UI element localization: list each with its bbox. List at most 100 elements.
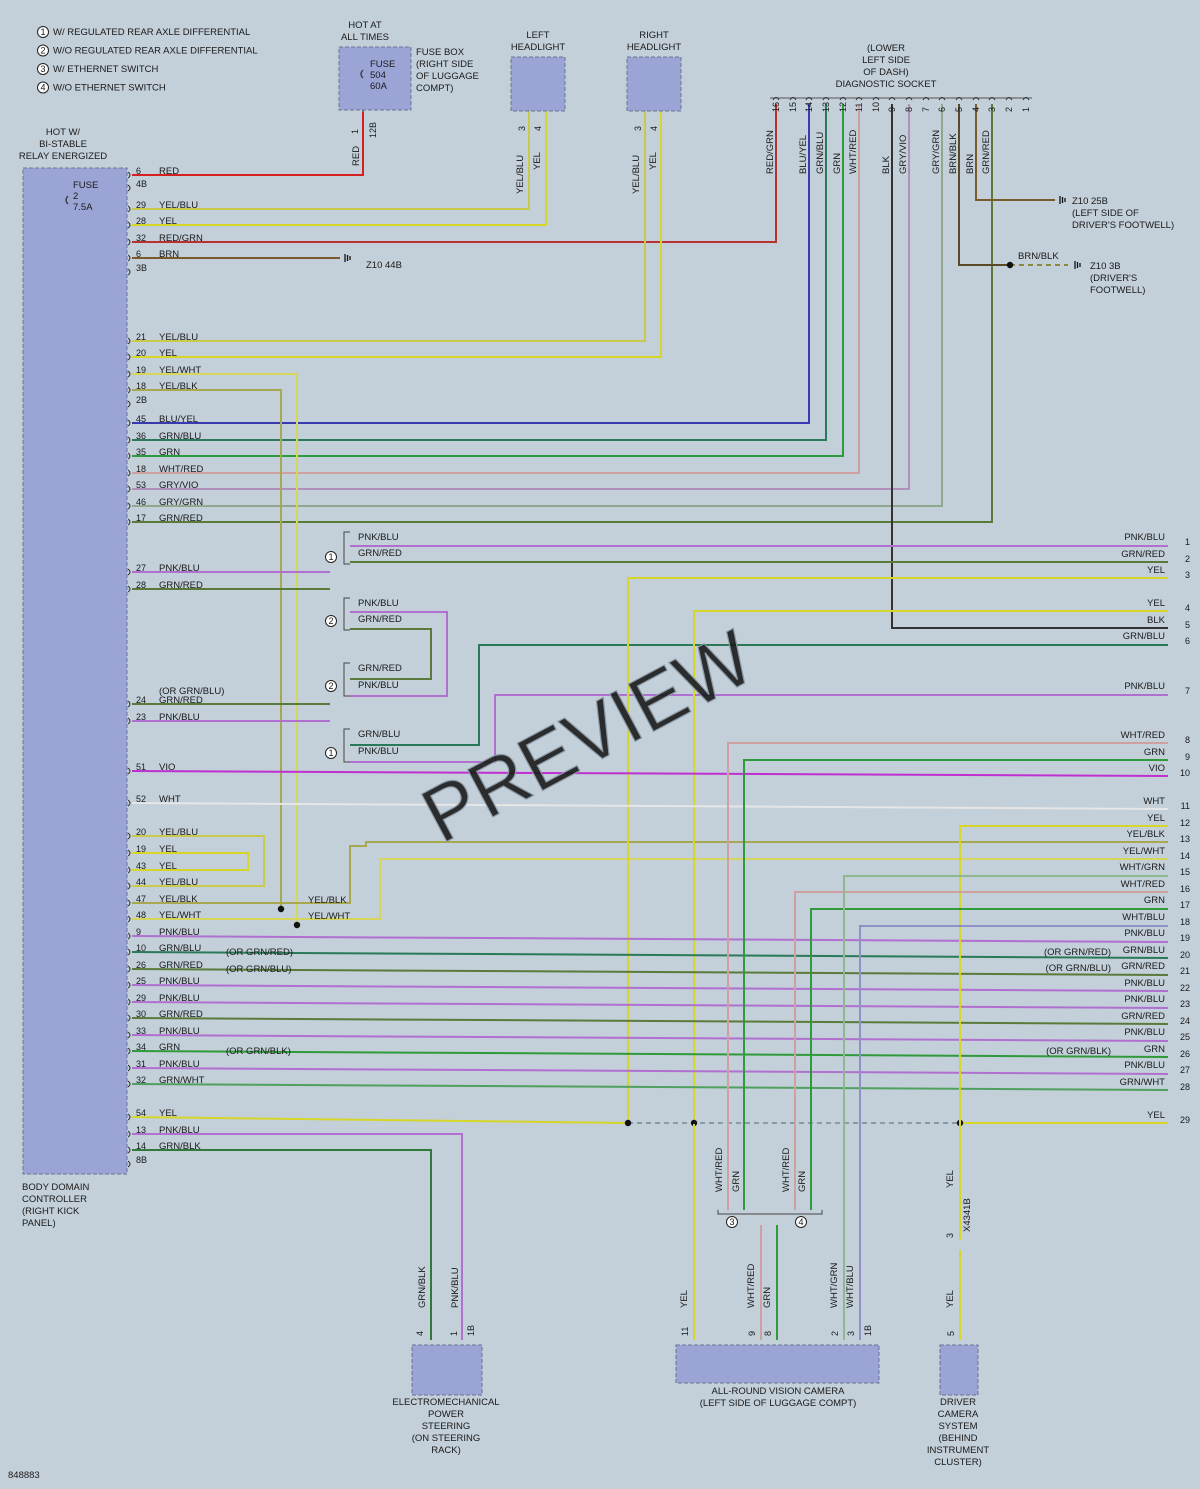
hot-all-times-label: ALL TIMES	[341, 32, 389, 43]
connector-pin-icon	[127, 882, 131, 890]
note-marker-icon	[795, 1216, 807, 1228]
output-wire-label: GRN/RED	[1121, 1011, 1165, 1022]
bdc-wire-label: WHT	[159, 794, 181, 805]
driver-camera-name-label: CLUSTER)	[934, 1457, 982, 1468]
left-headlight-wire: YEL	[532, 152, 543, 170]
connector-pin-icon	[127, 400, 131, 408]
connector-pin-icon	[127, 469, 131, 477]
bdc-pin-number: 23	[136, 712, 146, 722]
body-domain-controller	[22, 167, 128, 1175]
output-wire-label: GRN/RED	[1121, 961, 1165, 972]
output-pin-number: 11	[1181, 801, 1190, 811]
output-pin-number: 28	[1180, 1082, 1190, 1092]
connector-pin-icon	[127, 1146, 131, 1154]
output-pin-number: 10	[1180, 768, 1190, 778]
connector-pin-icon	[127, 238, 131, 246]
bdc-pin-number: 29	[136, 993, 146, 1003]
note-marker-icon	[37, 26, 49, 38]
bdc-wire-label: PNK/BLU	[159, 1026, 200, 1037]
wire	[843, 875, 1168, 1340]
output-wire-label: WHT	[1143, 796, 1165, 807]
wire	[131, 1067, 1169, 1075]
note-number: 2	[40, 46, 45, 56]
bdc-pin-number: 29	[136, 200, 146, 210]
diag-socket-label: LEFT SIDE	[862, 55, 910, 66]
connector-pin-icon	[855, 97, 863, 101]
connector-pin-icon	[127, 799, 131, 807]
note-marker-icon	[37, 63, 49, 75]
connector-pin-icon	[922, 97, 930, 101]
left-headlight-label: LEFT	[526, 30, 549, 41]
bdc-wire-label: YEL/BLK	[159, 894, 198, 905]
note-number: 2	[328, 616, 333, 626]
wire	[132, 389, 282, 910]
output-pin-number: 5	[1185, 620, 1190, 630]
connector-pin-icon	[127, 1080, 131, 1088]
option-wire-label: GRN/RED	[358, 614, 402, 625]
diag-wire-label: GRN	[832, 153, 843, 174]
z10-25b-label: Z10 25B	[1072, 196, 1108, 207]
diag-wire-label: GRN/BLU	[815, 132, 826, 174]
option-bracket	[343, 728, 350, 763]
bdc-pin-number: 18	[136, 464, 146, 474]
bdc-wire-label: GRN/BLU	[159, 431, 201, 442]
wires	[67, 60, 1169, 1340]
connector-pin-icon	[127, 436, 131, 444]
note-marker-icon	[325, 680, 337, 692]
output-wire-label: YEL	[1147, 565, 1165, 576]
bdc-hot-label: BI-STABLE	[39, 139, 87, 150]
output-wire-label: PNK/BLU	[1124, 1060, 1165, 1071]
alt-wire-label: (OR GRN/BLK)	[1046, 1046, 1111, 1057]
connector-pin-icon	[127, 965, 131, 973]
wire	[131, 1001, 1169, 1009]
note-number: 1	[328, 748, 333, 758]
harness-bracket	[717, 1210, 823, 1215]
connector-pin-icon	[127, 370, 131, 378]
wire	[131, 1034, 1169, 1042]
alt-wire-label: (OR GRN/BLU)	[159, 686, 224, 697]
bdc-wire-label: YEL/WHT	[159, 910, 201, 921]
bdc-pin-number: 51	[136, 762, 146, 772]
connector-pin-icon	[872, 97, 880, 101]
driver-camera-wire-label: YEL	[945, 1170, 956, 1188]
output-wire-label: GRN	[1144, 895, 1165, 906]
splice-wire-label: YEL/BLK	[308, 895, 347, 906]
note-text: W/O ETHERNET SWITCH	[53, 83, 166, 94]
bdc-name-label: CONTROLLER	[22, 1194, 87, 1205]
wire	[132, 104, 777, 243]
connector-pin-icon	[905, 97, 913, 101]
camera-name-label: (LEFT SIDE OF LUGGAGE COMPT)	[700, 1398, 857, 1409]
connector-pin-icon	[127, 948, 131, 956]
bdc-wire-label: GRN/RED	[159, 513, 203, 524]
camera-wire-label: WHT/GRN	[829, 1262, 840, 1308]
fuse-box-pin: 12B	[368, 122, 378, 138]
option-wire-label: GRN/RED	[358, 663, 402, 674]
bdc-wire-label: GRY/VIO	[159, 480, 198, 491]
left-headlight-pin: 4	[533, 126, 543, 131]
bdc-wire-label: GRN	[159, 447, 180, 458]
option-wire-label: PNK/BLU	[358, 680, 399, 691]
bdc-fuse-label: 7.5A	[73, 202, 93, 213]
diag-wire-label: GRY/GRN	[931, 130, 942, 174]
note-marker-icon	[37, 44, 49, 57]
camera-pin: 11	[680, 1327, 690, 1336]
harness-wire-label: WHT/RED	[781, 1148, 792, 1192]
bdc-pin-number: 32	[136, 1075, 146, 1085]
bdc-pin-number: 6	[136, 166, 141, 176]
output-wire-label: YEL	[1147, 598, 1165, 609]
connector-pin-icon	[127, 353, 131, 361]
output-pin-number: 1	[1185, 537, 1190, 547]
diag-pin-number: 5	[954, 107, 964, 112]
wire	[794, 891, 1168, 1210]
bdc-pin-number: 25	[136, 976, 146, 986]
diag-wire-label: GRN/RED	[981, 130, 992, 174]
diag-pin-number: 1	[1021, 107, 1031, 112]
alt-wire-label: (OR GRN/RED)	[226, 947, 293, 958]
wire	[350, 611, 448, 697]
output-pin-number: 18	[1180, 917, 1190, 927]
wire	[891, 104, 1168, 629]
fuse-icon	[360, 69, 364, 79]
wire	[627, 577, 1168, 1124]
connector-pin-icon	[127, 1113, 131, 1121]
driver-camera-wire-label: YEL	[945, 1290, 956, 1308]
